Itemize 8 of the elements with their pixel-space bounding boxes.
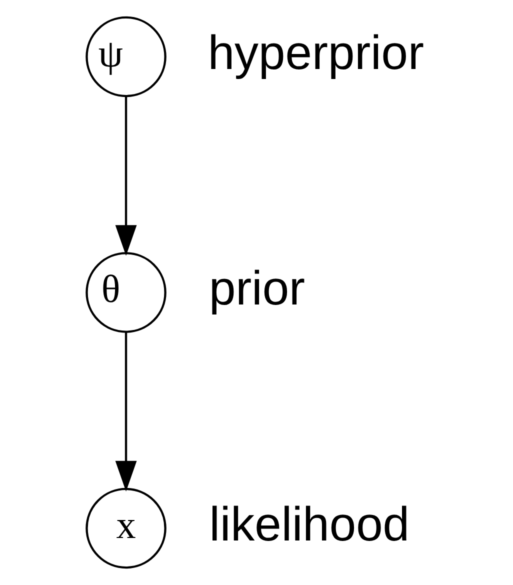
node-label: prior [208, 262, 305, 316]
node-circle: ψ⃗ [85, 16, 166, 98]
node-label: hyperprior [207, 26, 424, 80]
node-label: likelihood [208, 498, 409, 552]
node-circle: x [85, 488, 166, 569]
arrow [114, 96, 136, 256]
node-circle: θ⃗ [85, 252, 166, 333]
arrow [114, 332, 136, 492]
